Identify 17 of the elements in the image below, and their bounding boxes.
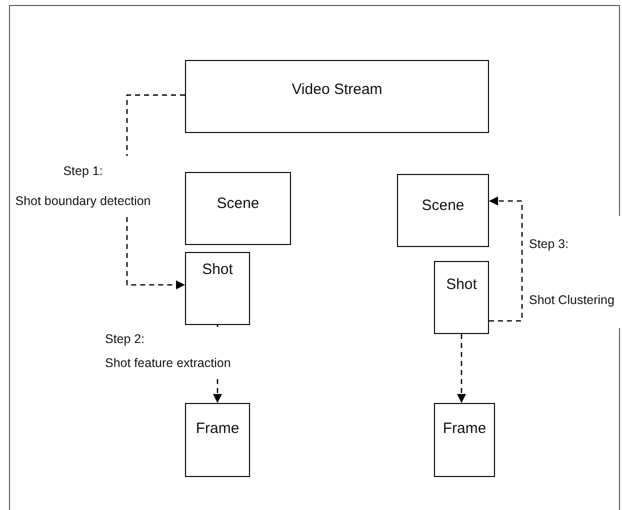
process-box — [185, 172, 291, 245]
process-box — [434, 403, 495, 477]
node-label: Frame — [196, 420, 240, 437]
process-box — [185, 60, 489, 133]
process-box — [185, 252, 250, 325]
arrow — [489, 196, 523, 322]
process-box — [434, 261, 489, 334]
node-label: Video Stream — [292, 81, 382, 98]
node-label: Shot — [202, 261, 233, 278]
edge-label: Step 3: Shot Clustering — [529, 216, 621, 328]
node-label: Scene — [422, 197, 464, 214]
node-label: Shot — [446, 276, 477, 293]
process-box — [397, 174, 489, 247]
node-label: Scene — [216, 195, 260, 212]
arrow — [457, 334, 466, 403]
process-box — [185, 403, 250, 477]
node-label: Frame — [442, 420, 486, 437]
